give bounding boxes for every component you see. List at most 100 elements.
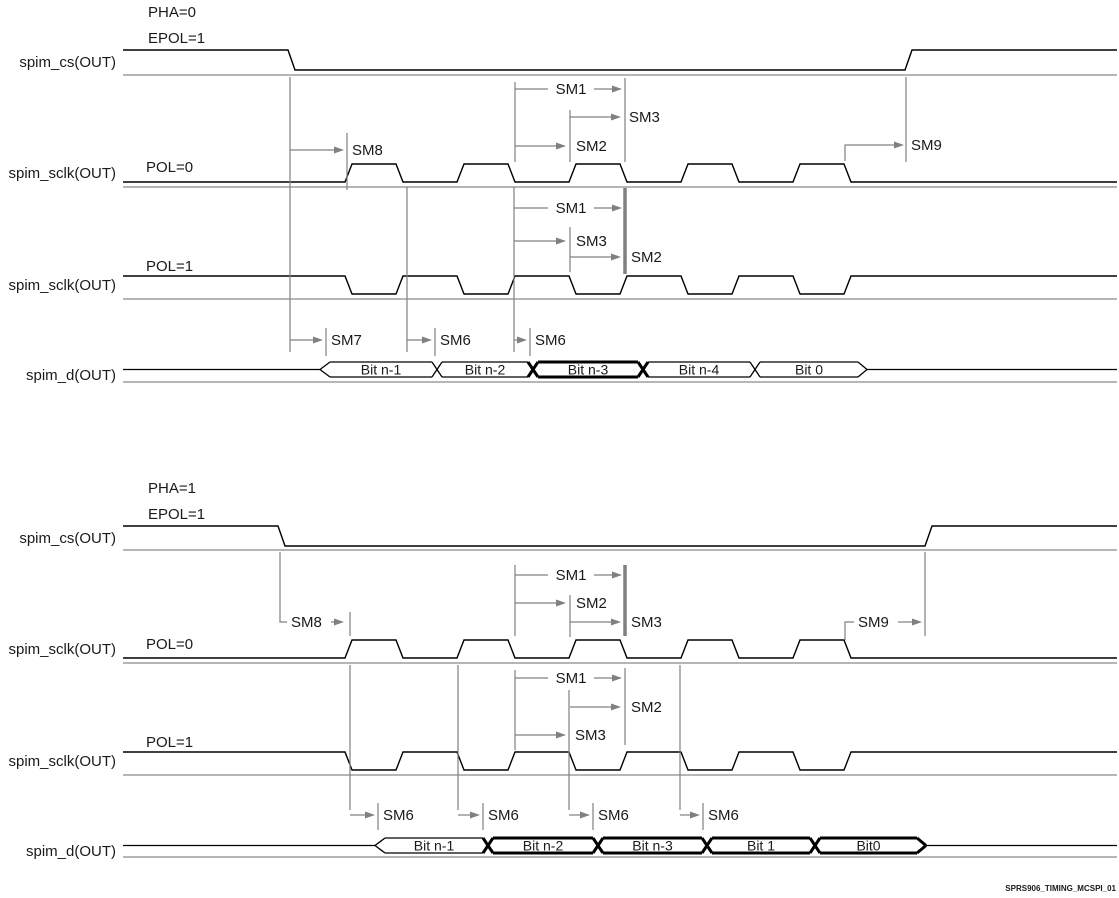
sm2-label: SM2	[631, 249, 662, 266]
sclk-pol1-waveform	[123, 751, 1117, 771]
d-bus-open	[319, 361, 331, 371]
sm8-dim-line	[279, 552, 287, 623]
d-bit-crossover	[591, 837, 605, 854]
d-bit-crossover	[808, 837, 822, 854]
arrow-right-icon	[611, 618, 621, 626]
pol1-label: POL=1	[146, 258, 193, 275]
sclk-pol1-waveform	[123, 275, 1117, 295]
sm1-label: SM1	[556, 81, 587, 98]
sclk-pol1-signal-label: spim_sclk(OUT)	[9, 753, 117, 770]
arrow-right-icon	[611, 113, 621, 121]
d-bit-crossover	[431, 361, 443, 378]
sm9-dim-line	[844, 144, 896, 161]
arrow-right-icon	[334, 146, 344, 154]
arrow-right-icon	[612, 204, 622, 212]
sm2-label: SM2	[631, 699, 662, 716]
bit-label: Bit n-4	[679, 362, 720, 378]
sm9-label: SM9	[911, 137, 942, 154]
sm1-label: SM1	[556, 567, 587, 584]
d-bus-open	[319, 368, 331, 378]
arrow-right-icon	[690, 811, 700, 819]
sm6-label: SM6	[383, 807, 414, 824]
d-bus-close	[857, 369, 868, 378]
arrow-right-icon	[313, 336, 323, 344]
arrow-right-icon	[556, 599, 566, 607]
pol0-label: POL=0	[146, 636, 193, 653]
d-bus-close	[857, 361, 868, 370]
arrow-right-icon	[334, 618, 344, 626]
d-bit-crossover	[636, 361, 650, 378]
d-bus-close	[916, 836, 927, 847]
arrow-right-icon	[365, 811, 375, 819]
arrow-right-icon	[912, 618, 922, 626]
sm1-label: SM1	[556, 670, 587, 687]
sm9-dim-line	[844, 621, 854, 640]
d-bit-crossover	[481, 837, 495, 854]
epol-label: EPOL=1	[148, 30, 205, 47]
d-bus-close	[916, 844, 927, 855]
bit-label: Bit n-2	[523, 838, 564, 854]
d-bus-open	[374, 844, 386, 854]
bit-label: Bit n-3	[632, 838, 673, 854]
arrow-right-icon	[556, 142, 566, 150]
d-bit-crossover	[749, 361, 761, 378]
bit-label: Bit0	[856, 838, 880, 854]
pol0-label: POL=0	[146, 159, 193, 176]
sm1-label: SM1	[556, 200, 587, 217]
sclk-pol1-signal-label: spim_sclk(OUT)	[9, 277, 117, 294]
cs-waveform	[123, 525, 1117, 547]
arrow-right-icon	[894, 141, 904, 149]
sm3-label: SM3	[629, 109, 660, 126]
bit-label: Bit n-3	[568, 362, 609, 378]
sm8-label: SM8	[352, 142, 383, 159]
d-bus-open	[374, 837, 386, 847]
cs-signal-label: spim_cs(OUT)	[19, 54, 116, 71]
sclk-pol0-waveform	[123, 163, 1117, 183]
sclk-pol0-signal-label: spim_sclk(OUT)	[9, 165, 117, 182]
sm8-label: SM8	[291, 614, 322, 631]
sm6-label: SM6	[535, 332, 566, 349]
pol1-label: POL=1	[146, 734, 193, 751]
sm6-label: SM6	[708, 807, 739, 824]
arrow-right-icon	[611, 253, 621, 261]
cs-signal-label: spim_cs(OUT)	[19, 530, 116, 547]
arrow-right-icon	[470, 811, 480, 819]
arrow-right-icon	[611, 703, 621, 711]
arrow-right-icon	[612, 571, 622, 579]
arrow-right-icon	[556, 237, 566, 245]
sm2-label: SM2	[576, 595, 607, 612]
sm3-label: SM3	[576, 233, 607, 250]
sm3-label: SM3	[575, 727, 606, 744]
arrow-right-icon	[517, 336, 527, 344]
arrow-right-icon	[422, 336, 432, 344]
sm6-label: SM6	[488, 807, 519, 824]
sm9-label: SM9	[858, 614, 889, 631]
sm2-label: SM2	[576, 138, 607, 155]
bit-label: Bit n-2	[465, 362, 506, 378]
sclk-pol0-signal-label: spim_sclk(OUT)	[9, 641, 117, 658]
pha-label: PHA=1	[148, 480, 196, 497]
figure-id-label: SPRS906_TIMING_MCSPI_01	[1005, 884, 1116, 893]
epol-label: EPOL=1	[148, 506, 205, 523]
arrow-right-icon	[556, 731, 566, 739]
d-bit-crossover	[526, 361, 540, 378]
bit-label: Bit 0	[795, 362, 823, 378]
pha-label: PHA=0	[148, 4, 196, 21]
sm6-label: SM6	[440, 332, 471, 349]
arrow-right-icon	[580, 811, 590, 819]
sclk-pol0-waveform	[123, 639, 1117, 659]
bit-label: Bit n-1	[361, 362, 402, 378]
sm6-label: SM6	[598, 807, 629, 824]
bit-label: Bit n-1	[414, 838, 455, 854]
arrow-right-icon	[612, 85, 622, 93]
sm7-label: SM7	[331, 332, 362, 349]
d-signal-label: spim_d(OUT)	[26, 367, 116, 384]
d-bit-crossover	[700, 837, 714, 854]
cs-waveform	[123, 49, 1117, 71]
sm3-label: SM3	[631, 614, 662, 631]
bit-label: Bit 1	[747, 838, 775, 854]
